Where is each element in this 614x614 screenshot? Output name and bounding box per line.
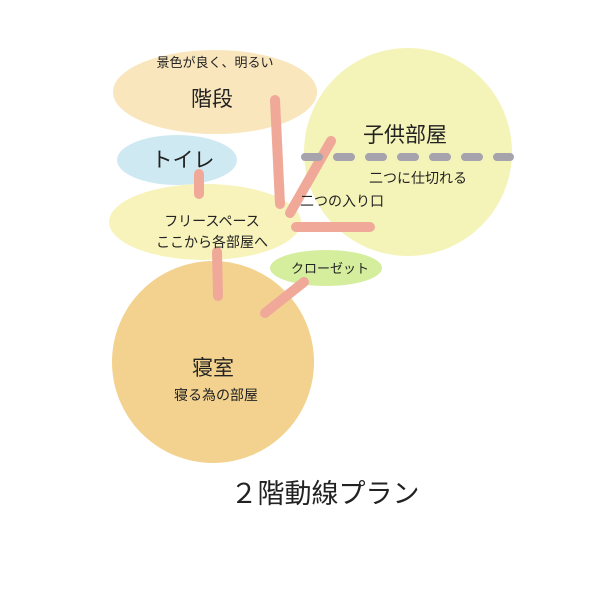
circulation-paths xyxy=(194,95,375,318)
path-closet xyxy=(260,277,309,318)
path-kids-upper xyxy=(285,136,336,218)
closet-area xyxy=(270,250,382,286)
toilet-area xyxy=(117,135,237,185)
bedroom-note: 寝る為の部屋 xyxy=(174,387,258,404)
kids-room-label: 子供部屋 xyxy=(363,123,447,147)
stairs-note: 景色が良く、明るい xyxy=(156,55,273,71)
free-space-label: フリースペース xyxy=(164,214,260,230)
kids-room-area xyxy=(304,48,512,256)
kids-room-note-entrances: 二つの入り口 xyxy=(300,194,384,210)
path-bedroom xyxy=(212,247,223,301)
free-space-area xyxy=(109,184,301,260)
free-space-note: ここから各部屋へ xyxy=(156,235,268,251)
stairs-area xyxy=(113,50,317,134)
diagram-title: ２階動線プラン xyxy=(231,479,420,510)
toilet-label: トイレ xyxy=(152,148,215,172)
kids-room-note-divide: 二つに仕切れる xyxy=(369,171,467,187)
bedroom-label: 寝室 xyxy=(192,356,234,380)
closet-label: クローゼット xyxy=(291,262,369,277)
path-stairs xyxy=(270,95,285,209)
stairs-label: 階段 xyxy=(191,87,233,111)
